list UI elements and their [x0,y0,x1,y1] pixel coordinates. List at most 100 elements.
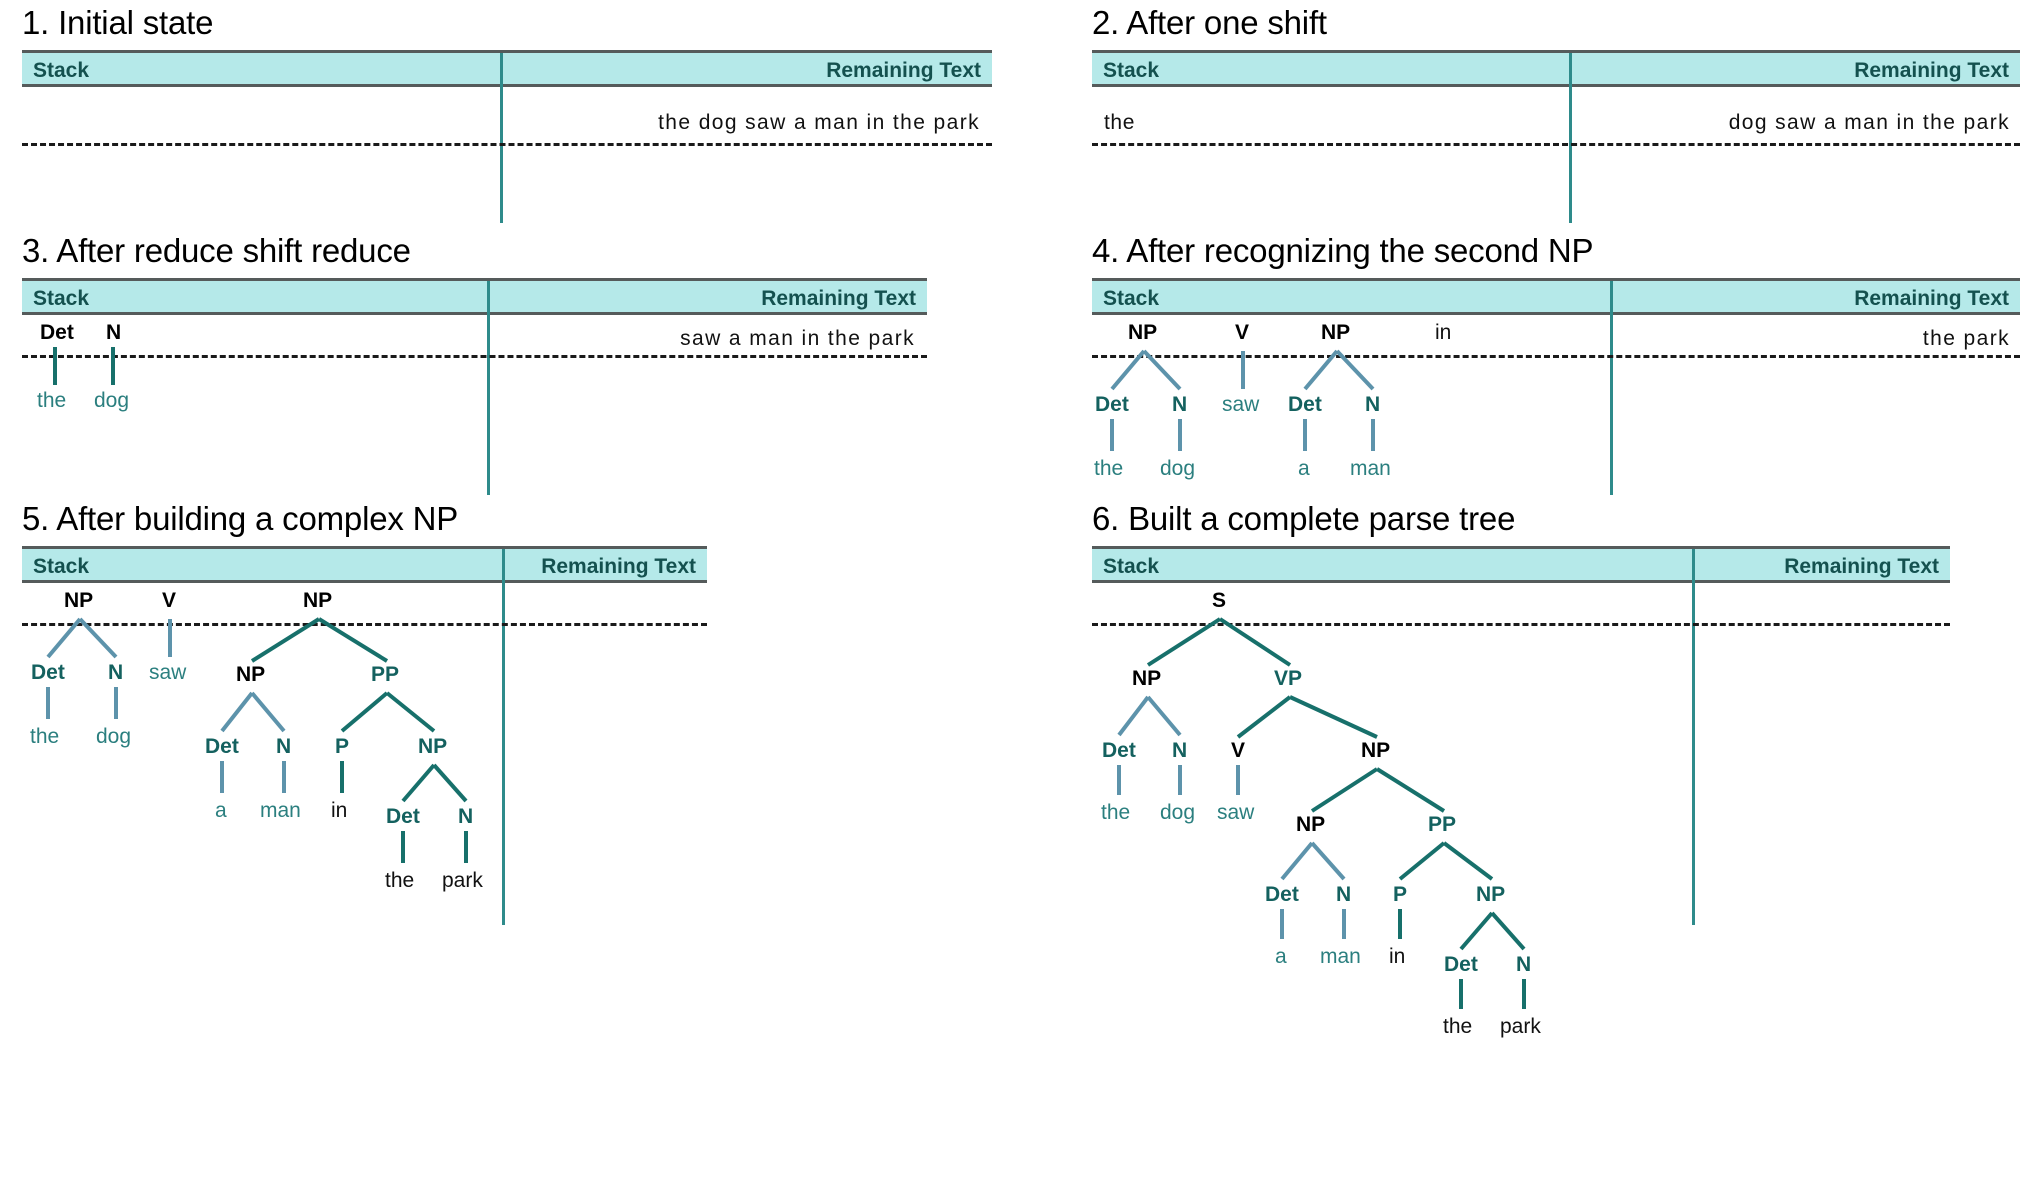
tree-edge [1335,349,1375,391]
node-label-np: NP [303,589,332,612]
node-label-det: Det [1288,393,1322,416]
panel-title: 5. After building a complex NP [22,500,459,537]
node-label-n: N [106,321,121,344]
column-header-remaining-text: Remaining Text [541,555,696,578]
stack-baseline-dotted [22,355,927,358]
remaining-text-value: dog saw a man in the park [1728,111,2010,134]
leaf-saw: saw [1222,393,1260,416]
node-label-n: N [1336,883,1351,906]
node-label-np: NP [1296,813,1325,836]
tree-edge [250,617,321,663]
tree-edge [220,691,254,733]
column-divider-body [1692,583,1695,925]
node-label-np: NP [236,663,265,686]
column-header-remaining-text: Remaining Text [826,59,981,82]
stack-text-value: the [1104,111,1135,134]
tree-edge [1110,349,1146,391]
remaining-text-value: the dog saw a man in the park [658,111,980,134]
tree-edge [317,617,389,663]
table-header-row: Stack Remaining Text [22,50,992,90]
node-label-np: NP [64,589,93,612]
node-label-det: Det [1444,953,1478,976]
table-body: dog saw a man in the park the [1092,87,2020,223]
tree-edge [1303,349,1339,391]
node-label-n: N [1516,953,1531,976]
column-header-stack: Stack [33,59,90,82]
parse-tree-stack: NP Det the N dog V saw NP [30,589,483,892]
tree-edge [46,617,82,659]
node-label-np: NP [1476,883,1505,906]
panel-title: 3. After reduce shift reduce [22,232,411,269]
leaf-a: a [1275,945,1287,968]
leaf-the: the [37,389,66,412]
leaf-man: man [1320,945,1361,968]
column-header-remaining-text: Remaining Text [761,287,916,310]
column-divider [1610,281,1613,318]
table-header-row: Stack Remaining Text [1092,50,2020,90]
leaf-a: a [1298,457,1310,480]
column-divider [1569,53,1572,90]
stack-table: Stack Remaining Text saw a man in the pa… [22,278,927,495]
node-label-np: NP [1321,321,1350,344]
leaf-dog: dog [94,389,129,412]
column-divider-body [1610,315,1613,495]
column-divider [1692,549,1695,586]
node-label-n: N [1172,393,1187,416]
panel-initial-state: 1. Initial state Stack Remaining Text th… [22,4,992,223]
tree-edge [1310,841,1346,881]
tree-edge [1146,695,1182,737]
node-label-vp: VP [1274,667,1302,690]
tree-edge [1280,841,1314,881]
tree-edge [1218,617,1292,667]
column-divider [502,549,505,586]
leaf-park: park [442,869,483,892]
tree-edge [340,691,389,733]
column-header-stack: Stack [33,555,90,578]
table-body: NP Det the N dog V saw NP [22,583,707,925]
panel-built-complete-parse-tree: 6. Built a complete parse tree Stack Rem… [1092,500,1950,1038]
node-label-v: V [1235,321,1249,344]
node-label-v: V [1231,739,1245,762]
stack-baseline-dotted [22,143,992,146]
node-label-n: N [1172,739,1187,762]
node-label-det: Det [386,805,420,828]
tree-edge [1310,767,1379,813]
stack-table: Stack Remaining Text NP Det the N do [22,546,707,925]
node-label-n: N [108,661,123,684]
tree-edge [1142,349,1182,391]
column-header-stack: Stack [1103,59,1160,82]
stack-table: Stack Remaining Text S NP Det [1092,546,1950,1038]
stack-baseline-dotted [1092,143,2020,146]
node-label-pp: PP [1428,813,1456,836]
tree-edge [1459,911,1494,951]
leaf-dog: dog [1160,457,1195,480]
node-label-det: Det [205,735,239,758]
table-header-row: Stack Remaining Text [1092,278,2020,318]
node-label-v: V [162,589,176,612]
node-label-det: Det [1265,883,1299,906]
leaf-the: the [1443,1015,1472,1038]
stack-baseline-dotted [1092,623,1950,626]
table-body: S NP Det the N dog VP [1092,583,1950,1038]
column-header-remaining-text: Remaining Text [1784,555,1939,578]
panel-after-recognizing-second-np: 4. After recognizing the second NP Stack… [1092,232,2020,495]
leaf-the: the [30,725,59,748]
node-label-np: NP [418,735,447,758]
leaf-the: the [385,869,414,892]
node-label-n: N [1365,393,1380,416]
tree-edge [250,691,286,733]
leaf-in: in [331,799,347,822]
column-divider-body [500,87,503,223]
panel-after-building-complex-np: 5. After building a complex NP Stack Rem… [22,500,707,925]
column-header-stack: Stack [1103,555,1160,578]
tree-edge [78,617,118,659]
tree-edge [432,763,468,803]
leaf-dog: dog [96,725,131,748]
node-label-np: NP [1128,321,1157,344]
stack-baseline-dotted [22,623,707,626]
leaf-man: man [260,799,301,822]
node-label-det: Det [40,321,74,344]
column-divider [500,53,503,90]
parse-tree-stack: Det the N dog [37,321,129,412]
